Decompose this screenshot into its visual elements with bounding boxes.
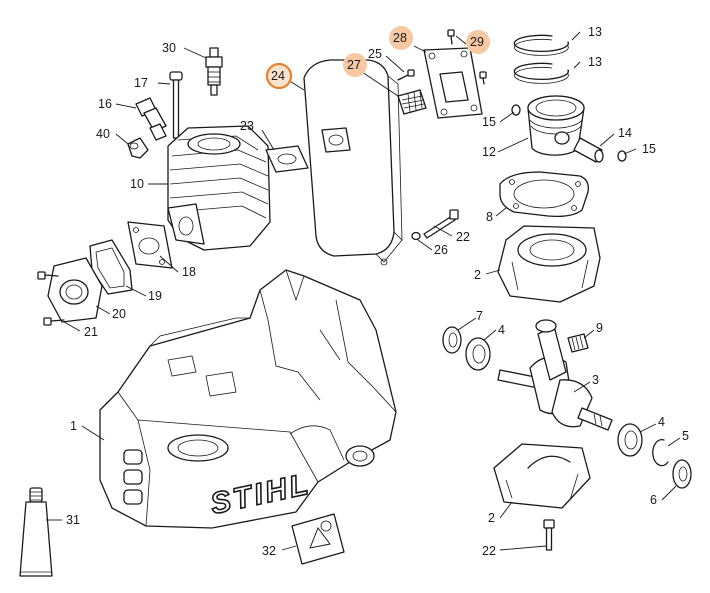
callout-27-highlight (343, 53, 367, 77)
ball-bearing-part (465, 337, 491, 371)
piston-rings-part (513, 34, 570, 84)
grease-tube-part (19, 487, 53, 577)
callout-24: 24 (271, 69, 285, 83)
piston-pin-part (573, 137, 604, 163)
intake-flange-part (47, 257, 103, 323)
crankshaft-part (497, 319, 613, 431)
callout-16: 16 (98, 97, 112, 111)
callout-26: 26 (434, 243, 448, 257)
bolt-part (423, 209, 459, 239)
leader-lines (46, 31, 681, 551)
callout-2-lower: 2 (488, 511, 495, 525)
piston-part (527, 95, 585, 156)
callout-22-upper: 22 (456, 230, 470, 244)
oil-seal-part (672, 459, 692, 489)
callout-23: 23 (240, 119, 254, 133)
callout-30: 30 (162, 41, 176, 55)
washer-part (411, 231, 421, 241)
callout-21: 21 (84, 325, 98, 339)
callout-32: 32 (262, 544, 276, 558)
callout-13-lower: 13 (588, 55, 602, 69)
flange-screws-part (37, 271, 65, 326)
circlip-part (652, 438, 669, 467)
callout-highlights (265, 26, 490, 90)
callout-29-highlight (466, 30, 490, 54)
callout-28-highlight (389, 26, 413, 50)
callout-15-right: 15 (642, 142, 656, 156)
callout-2-upper: 2 (474, 268, 481, 282)
callout-28: 28 (393, 31, 407, 45)
warning-label-part (291, 513, 345, 565)
callout-24-ring (265, 62, 293, 90)
spark-screen-part (397, 89, 427, 115)
bolt-part (543, 519, 555, 551)
callout-labels: 30 17 16 40 10 23 24 25 27 28 29 13 13 1… (66, 25, 689, 558)
callout-27: 27 (347, 58, 361, 72)
callout-31: 31 (66, 513, 80, 527)
cylinder-part (167, 125, 271, 251)
crankcase-part (99, 269, 397, 529)
callout-40: 40 (96, 127, 110, 141)
callout-3: 3 (592, 373, 599, 387)
callout-5: 5 (682, 429, 689, 443)
screw-part (397, 69, 415, 81)
needle-cage-part (567, 333, 589, 353)
callout-22-lower: 22 (482, 544, 496, 558)
callout-13-upper: 13 (588, 25, 602, 39)
callout-9: 9 (596, 321, 603, 335)
ball-bearing-part (617, 423, 643, 457)
callout-14: 14 (618, 126, 632, 140)
callout-12: 12 (482, 145, 496, 159)
callout-4-upper: 4 (498, 323, 505, 337)
callout-10: 10 (130, 177, 144, 191)
oil-seal-part (442, 326, 462, 354)
callout-25: 25 (368, 47, 382, 61)
spark-plug-part (205, 47, 223, 96)
decompression-valve-part (135, 97, 167, 141)
callout-17: 17 (134, 76, 148, 90)
callout-6: 6 (650, 493, 657, 507)
muffler-cover-part (423, 47, 483, 119)
callout-7: 7 (476, 309, 483, 323)
cover-screws-part (447, 29, 487, 85)
callout-19: 19 (148, 289, 162, 303)
callout-20: 20 (112, 307, 126, 321)
exhaust-gasket-part (265, 145, 309, 173)
base-gasket-part (499, 171, 589, 218)
crankcase-half-lower-part (493, 443, 591, 509)
crankcase-half-upper-part (497, 225, 601, 303)
callout-4-lower: 4 (658, 415, 665, 429)
long-bolt-part (169, 71, 183, 139)
callout-1: 1 (70, 419, 77, 433)
callout-29: 29 (470, 35, 484, 49)
fitting-part (127, 137, 149, 159)
callout-15-left: 15 (482, 115, 496, 129)
callout-8: 8 (486, 210, 493, 224)
muffler-part (303, 59, 403, 266)
callout-18: 18 (182, 265, 196, 279)
